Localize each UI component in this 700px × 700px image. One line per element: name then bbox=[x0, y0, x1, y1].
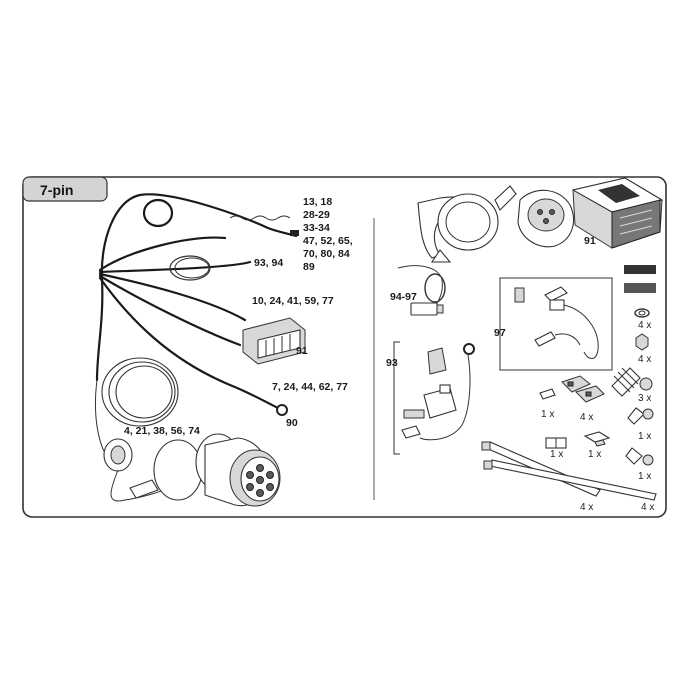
label-top-cable-4: 47, 52, 65, bbox=[303, 235, 353, 247]
small-screw bbox=[625, 447, 654, 466]
qty-nut: 4 x bbox=[638, 354, 651, 365]
socket-bracket bbox=[417, 185, 517, 263]
splice-small bbox=[539, 388, 556, 400]
fuse-kit-97 bbox=[514, 286, 599, 359]
label-top-cable-1: 13, 18 bbox=[303, 196, 332, 208]
ring-terminal-90 bbox=[276, 404, 288, 416]
label-connector-part: 91 bbox=[296, 345, 308, 357]
seal-strip-2 bbox=[624, 283, 656, 293]
label-ring-terminal: 90 bbox=[286, 417, 298, 429]
qty-washer: 4 x bbox=[638, 320, 651, 331]
label-top-cable-6: 89 bbox=[303, 261, 315, 273]
socket-assembly bbox=[103, 433, 281, 507]
qty-connector-a: 1 x bbox=[550, 449, 563, 460]
socket-housing bbox=[517, 189, 574, 248]
fuse-holder-93 bbox=[401, 343, 475, 441]
control-module-91 bbox=[571, 177, 664, 249]
label-socket: 4, 21, 38, 56, 74 bbox=[124, 425, 200, 437]
qty-splice-block: 4 x bbox=[580, 412, 593, 423]
accessories: 91 94-97 97 bbox=[386, 177, 664, 513]
label-connector-upper: 10, 24, 41, 59, 77 bbox=[252, 295, 334, 307]
nut bbox=[635, 333, 649, 351]
label-top-cable-3: 33-34 bbox=[303, 222, 330, 234]
wire-end-terminal bbox=[290, 230, 299, 236]
qty-splice-small: 1 x bbox=[541, 409, 554, 420]
self-tap-screw bbox=[627, 407, 654, 425]
qty-long-screw: 3 x bbox=[638, 393, 651, 404]
panel-title: 7-pin bbox=[40, 182, 73, 198]
fuse-holder-bracket-line bbox=[393, 341, 400, 455]
qty-connector-b: 1 x bbox=[588, 449, 601, 460]
panel-title-box bbox=[22, 176, 108, 202]
label-top-cable-5: 70, 80, 84 bbox=[303, 248, 350, 260]
cable-lead-9497 bbox=[397, 265, 446, 316]
label-connector-lower: 7, 24, 44, 62, 77 bbox=[272, 381, 348, 393]
long-screw bbox=[611, 367, 653, 397]
panel-frame bbox=[22, 176, 667, 518]
label-fuse-kit: 97 bbox=[494, 327, 506, 339]
qty-small-screw: 1 x bbox=[638, 471, 651, 482]
wire-coil-top bbox=[142, 198, 174, 228]
label-top-cable-2: 28-29 bbox=[303, 209, 330, 221]
seal-strip-1 bbox=[624, 265, 656, 274]
qty-cable-tie-short: 4 x bbox=[580, 502, 593, 513]
label-loop: 93, 94 bbox=[254, 257, 283, 269]
wiring-harness: 13, 18 28-29 33-34 47, 52, 65, 70, 80, 8… bbox=[94, 193, 353, 507]
label-module: 91 bbox=[584, 235, 596, 247]
qty-self-tap-screw: 1 x bbox=[638, 431, 651, 442]
cable-tie-long bbox=[483, 459, 657, 501]
splice-block bbox=[561, 375, 605, 403]
connector-b bbox=[583, 431, 611, 447]
label-fuse-holder: 93 bbox=[386, 357, 398, 369]
cable-coil-9394 bbox=[169, 255, 211, 281]
harness-connector-91 bbox=[242, 317, 306, 365]
label-cable-lead: 94-97 bbox=[390, 291, 417, 303]
connector-a bbox=[545, 437, 567, 449]
socket-cable-coil bbox=[94, 357, 179, 461]
qty-cable-tie-long: 4 x bbox=[641, 502, 654, 513]
